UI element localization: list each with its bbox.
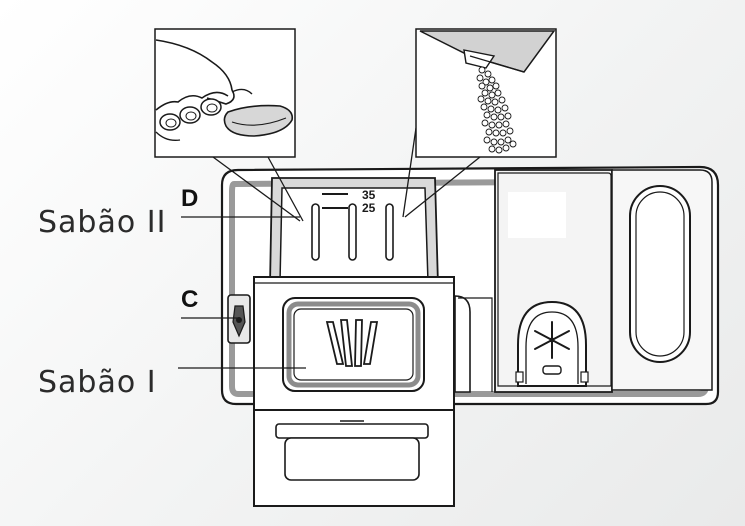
main-wash-lid	[253, 276, 455, 411]
powder-stream	[476, 66, 517, 154]
lower-panel	[253, 409, 455, 507]
letter-c-label: C	[181, 286, 199, 313]
label-leader-lines	[178, 216, 306, 369]
pouring-powder-icon	[415, 28, 557, 158]
soap-ii-label: Sabão II	[38, 205, 167, 240]
inset-pointer-lines	[212, 127, 481, 222]
rinse-aid-dial-icon	[515, 300, 589, 387]
soap-i-label: Sabão I	[38, 365, 157, 400]
fill-level-25: 25	[362, 201, 376, 215]
prewash-compartment: 35 25	[269, 177, 439, 286]
letter-d-label: D	[181, 185, 199, 212]
fill-level-marks	[322, 193, 348, 209]
lid-grip-ribs	[325, 319, 379, 367]
rinse-aid-compartment	[454, 169, 613, 393]
lid-latch	[227, 294, 251, 344]
right-compartment	[611, 169, 713, 391]
measuring-ribs	[311, 203, 394, 261]
fill-level-35: 35	[362, 188, 376, 202]
hand-placing-tablet-icon	[154, 28, 296, 158]
